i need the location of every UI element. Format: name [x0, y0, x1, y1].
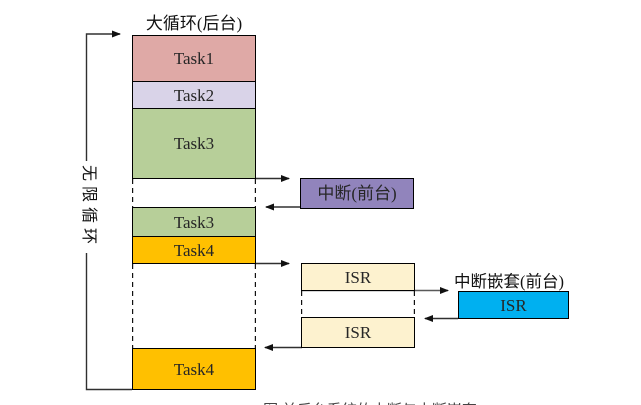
background-loop-title: 大循环(后台) — [145, 14, 243, 33]
infinite-loop-label: 无限循环 — [79, 161, 97, 253]
task-box-task4-resumed: Task4 — [132, 348, 256, 390]
task-box-task3: Task3 — [132, 108, 256, 179]
interrupt-box: 中断(前台) — [300, 178, 414, 209]
task-box-task1: Task1 — [132, 35, 256, 82]
isr-box-first: ISR — [301, 263, 415, 291]
isr-box-second: ISR — [301, 317, 415, 348]
task-box-task4: Task4 — [132, 236, 256, 264]
caption-fragment-clipped: 图 前后台系统的中断与中断嵌套 — [225, 399, 515, 405]
isr-label: ISR — [344, 267, 372, 287]
interrupt-label: 中断(前台) — [317, 184, 397, 203]
isr-label: ISR — [500, 295, 527, 315]
task-label: Task3 — [173, 134, 215, 153]
task-label: Task4 — [173, 359, 215, 379]
isr-label: ISR — [344, 323, 372, 342]
task-box-task3-resumed: Task3 — [132, 207, 256, 237]
task-label: Task2 — [173, 85, 215, 105]
task-box-task2: Task2 — [132, 81, 256, 109]
nested-isr-box: ISR — [458, 291, 569, 319]
nested-interrupt-title: 中断嵌套(前台) — [454, 272, 564, 291]
task-label: Task4 — [173, 240, 215, 260]
task-label: Task1 — [173, 49, 215, 68]
task-label: Task3 — [173, 212, 215, 232]
